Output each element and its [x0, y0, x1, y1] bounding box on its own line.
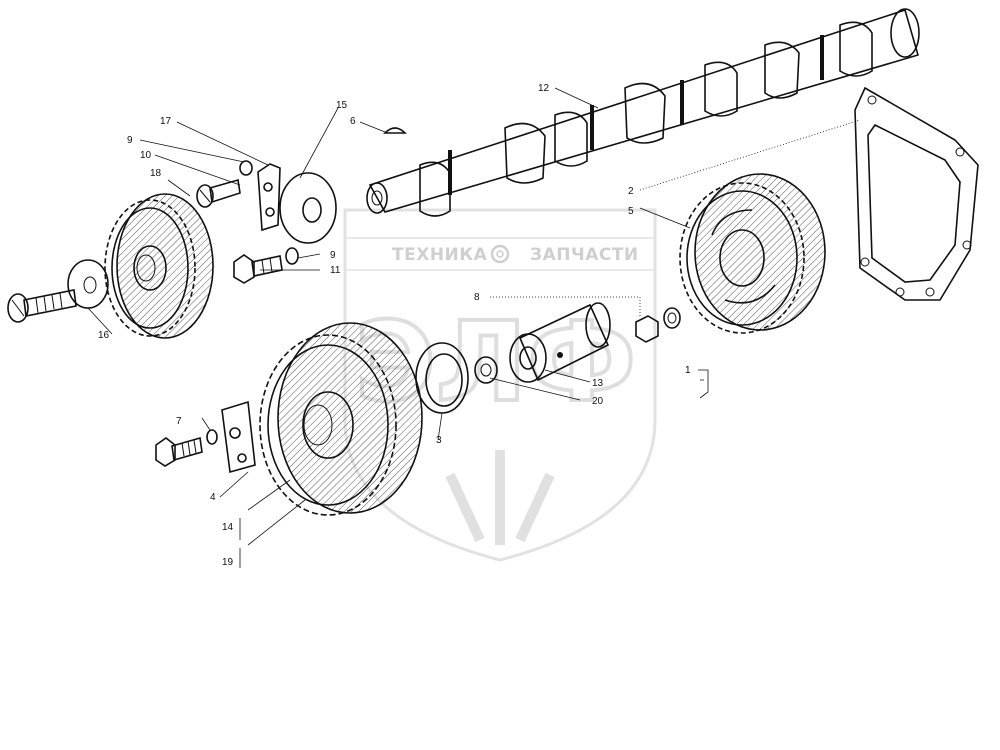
label-3: 3	[436, 435, 442, 446]
wheat-icon	[445, 450, 555, 545]
gear-icon	[490, 244, 510, 264]
part-labels: 1 2 3 4 5 6 7 8 9 9 10 11 12 13 14 15 16…	[98, 83, 691, 568]
woodruff-key	[383, 127, 407, 134]
label-13: 13	[592, 378, 604, 389]
pump-drive-gear	[104, 193, 214, 339]
leader-lines	[87, 87, 861, 568]
label-9-mid: 9	[330, 250, 336, 261]
washer	[67, 259, 109, 309]
label-20: 20	[592, 396, 604, 407]
label-17: 17	[160, 116, 172, 127]
fixing-bolt	[196, 160, 253, 208]
screw	[7, 289, 77, 323]
small-sleeve	[474, 356, 498, 384]
camshaft-gear	[679, 173, 826, 334]
watermark-left-text: ТЕХНИКА	[392, 245, 488, 265]
bolt-11	[233, 247, 299, 284]
label-6: 6	[350, 116, 356, 127]
label-7: 7	[176, 416, 182, 427]
label-11: 11	[330, 265, 341, 276]
label-16: 16	[98, 330, 110, 341]
bushing	[509, 302, 611, 383]
intermediate-gear	[259, 322, 423, 516]
bolt	[155, 429, 218, 467]
watermark-right-text: ЗАПЧАСТИ	[530, 245, 639, 265]
label-10: 10	[140, 150, 152, 161]
label-18: 18	[150, 168, 162, 179]
bracket	[257, 163, 281, 232]
label-8: 8	[474, 292, 480, 303]
flat-washer	[279, 172, 337, 244]
lock-plate	[221, 400, 256, 474]
label-14: 14	[222, 522, 234, 533]
label-4: 4	[210, 492, 216, 503]
label-12: 12	[538, 83, 550, 94]
camshaft	[366, 8, 920, 217]
label-5: 5	[628, 206, 634, 217]
label-15: 15	[336, 100, 348, 111]
cover-gasket	[854, 86, 979, 301]
label-2: 2	[628, 186, 634, 197]
label-1: 1	[685, 365, 691, 376]
label-9-top: 9	[127, 135, 133, 146]
nut	[635, 307, 681, 343]
label-19: 19	[222, 557, 234, 568]
